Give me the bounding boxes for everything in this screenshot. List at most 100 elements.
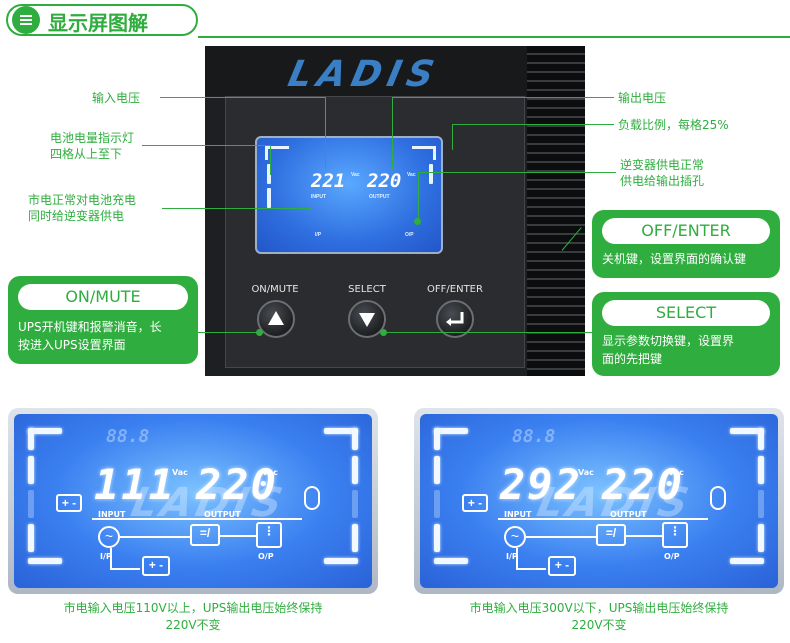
enter-icon — [446, 312, 464, 326]
ip-label: I/P — [100, 552, 112, 561]
flow-line — [120, 536, 190, 538]
battery-level-bar — [28, 456, 34, 484]
header-divider — [198, 36, 790, 38]
battery-bracket-bottom — [28, 558, 62, 564]
page-title: 显示屏图解 — [48, 11, 148, 35]
mini-battery-bar — [267, 188, 271, 208]
ups-front-panel: LADIS 221 Vac INPUT 220 Vac OUTPUT I/P O… — [205, 46, 585, 376]
triangle-down-icon — [359, 313, 375, 327]
leader-line — [452, 124, 453, 150]
load-level-bar — [758, 490, 764, 518]
battery-level-bar — [434, 524, 440, 552]
annotation-load-ratio: 负载比例，每格25% — [618, 118, 729, 132]
leader-line — [392, 97, 393, 169]
mini-battery-bar — [267, 164, 271, 184]
battery-icon: + - — [462, 494, 488, 512]
leader-line — [162, 208, 312, 209]
panel-lcd-display: 221 Vac INPUT 220 Vac OUTPUT I/P O/P — [255, 136, 443, 254]
leader-dot — [256, 329, 263, 336]
inverter-icon: =/ — [596, 524, 626, 546]
select-callout-text-2: 面的先把键 — [602, 352, 663, 366]
lcd-screen-right: LADIS 88.8 + - 292 Vac INPUT 220 Vac OUT… — [420, 414, 778, 588]
device-top-band — [205, 46, 527, 96]
battery-bracket-top — [28, 428, 62, 434]
select-label: SELECT — [348, 284, 386, 295]
bulb-icon — [304, 486, 320, 510]
flow-line — [220, 535, 256, 537]
lcd-example-right: LADIS 88.8 + - 292 Vac INPUT 220 Vac OUT… — [414, 408, 784, 594]
load-level-bar — [352, 456, 358, 484]
mini-input-label: INPUT — [311, 194, 326, 200]
mini-battery-bracket — [265, 146, 289, 160]
load-bracket-side — [758, 428, 764, 450]
battery-level-bar — [28, 490, 34, 518]
mini-op-label: O/P — [405, 232, 414, 238]
on-mute-button[interactable] — [257, 300, 295, 338]
load-level-bar — [758, 524, 764, 552]
annotation-inverter-supply-2: 供电给输出插孔 — [620, 174, 705, 188]
input-label: INPUT — [504, 510, 532, 519]
battery-level-bar — [434, 490, 440, 518]
load-level-bar — [758, 456, 764, 484]
battery-level-bar — [28, 524, 34, 552]
brand-logo: LADIS — [284, 54, 444, 95]
load-bracket-side — [352, 428, 358, 450]
mini-load-bar — [429, 164, 433, 184]
flow-line — [626, 535, 662, 537]
ghost-segments: 88.8 — [512, 426, 556, 447]
op-label: O/P — [664, 552, 680, 561]
input-unit: Vac — [578, 468, 594, 477]
charger-battery-icon: + - — [548, 556, 576, 576]
on-mute-callout-title: ON/MUTE — [18, 284, 188, 310]
load-bracket-top — [324, 428, 358, 434]
select-button[interactable] — [348, 300, 386, 338]
leader-line — [392, 97, 614, 98]
leader-line — [160, 97, 326, 98]
leader-dot — [414, 218, 421, 225]
leader-line — [270, 145, 271, 175]
off-enter-callout: OFF/ENTER 关机键，设置界面的确认键 — [592, 210, 780, 278]
annotation-mains-normal-2: 同时给逆变器供电 — [28, 209, 125, 223]
leader-line — [418, 172, 419, 222]
load-level-bar — [352, 490, 358, 518]
lcd-example-left: LADIS 88.8 + - 111 Vac INPUT 220 Vac OUT… — [8, 408, 378, 594]
header-bar: 显示屏图解 — [0, 0, 790, 40]
mini-output-unit: Vac — [407, 172, 416, 178]
on-mute-callout-text-2: 按进入UPS设置界面 — [18, 338, 126, 352]
leader-line — [198, 332, 258, 333]
flow-line — [516, 568, 546, 570]
annotation-inverter-supply-1: 逆变器供电正常 — [620, 158, 705, 172]
battery-bracket-top — [434, 428, 468, 434]
off-enter-button[interactable] — [436, 300, 474, 338]
outlet-icon: ⋮ — [662, 522, 688, 548]
mini-output-label: OUTPUT — [369, 194, 390, 200]
op-label: O/P — [258, 552, 274, 561]
caption-right-line-1: 市电输入电压300V以下，UPS输出电压始终保持 — [469, 601, 729, 615]
off-enter-callout-title: OFF/ENTER — [602, 218, 770, 244]
mini-load-bracket — [412, 146, 436, 160]
on-mute-callout-text-1: UPS开机键和报警消音，长 — [18, 320, 162, 334]
charger-battery-icon: + - — [142, 556, 170, 576]
battery-level-bar — [434, 456, 440, 484]
input-unit: Vac — [172, 468, 188, 477]
input-voltage-reading: 111 — [94, 460, 176, 509]
flow-line — [516, 548, 518, 570]
lcd-divider — [498, 518, 708, 520]
input-voltage-reading: 292 — [500, 460, 582, 509]
outlet-icon: ⋮ — [256, 522, 282, 548]
bulb-icon — [710, 486, 726, 510]
on-mute-label: ON/MUTE — [251, 284, 299, 295]
off-enter-label: OFF/ENTER — [427, 284, 483, 295]
load-bracket-bottom — [730, 558, 764, 564]
battery-bracket-bottom — [434, 558, 468, 564]
load-bracket-top — [730, 428, 764, 434]
side-grille — [527, 46, 585, 376]
annotation-output-voltage: 输出电压 — [618, 91, 667, 105]
ac-input-icon: ~ — [98, 526, 120, 548]
annotation-mains-normal-1: 市电正常对电池充电 — [28, 193, 137, 207]
output-label: OUTPUT — [610, 510, 647, 519]
flow-line — [526, 536, 596, 538]
input-label: INPUT — [98, 510, 126, 519]
leader-line — [418, 172, 616, 173]
ghost-segments: 88.8 — [106, 426, 150, 447]
